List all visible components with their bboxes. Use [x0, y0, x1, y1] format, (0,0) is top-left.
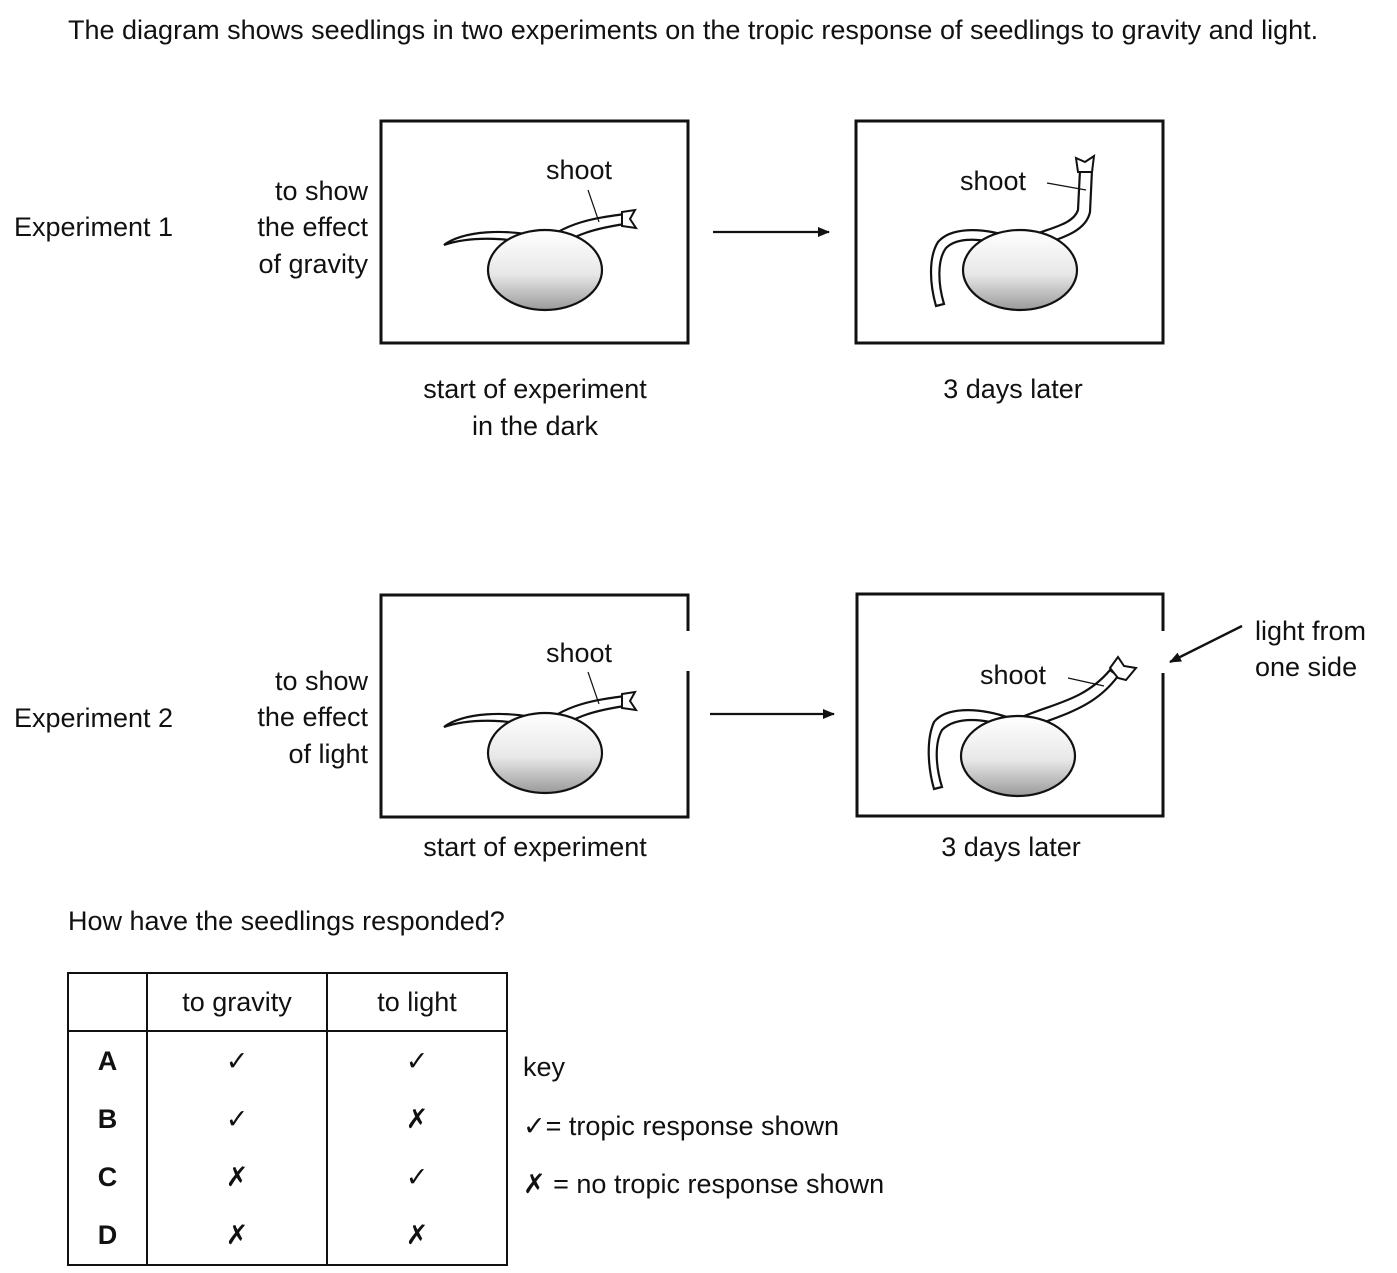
table-header-light: to light	[326, 972, 508, 1032]
key-title: key	[523, 1052, 566, 1082]
answer-table: to gravity to light A ✓ ✓ B ✓ ✗ C ✗ ✓ D …	[67, 972, 508, 1266]
table-header-gravity: to gravity	[146, 972, 328, 1032]
experiment-2-start-seedling	[443, 671, 639, 795]
light-direction-arrow	[1169, 624, 1243, 664]
light-mark: ✗	[326, 1206, 508, 1266]
experiment-1-name: Experiment 1	[14, 212, 174, 242]
light-label-line-1: light from	[1255, 616, 1367, 646]
question-text: How have the seedlings responded?	[68, 906, 505, 936]
table-row: C ✗ ✓	[67, 1148, 508, 1206]
light-mark: ✓	[326, 1148, 508, 1206]
experiment-2-end-box	[855, 592, 1165, 818]
cross-meaning: = no tropic response shown	[553, 1169, 885, 1199]
experiment-1-purpose-line-3: of gravity	[258, 249, 368, 279]
experiment-1-purpose-line-2: the effect	[257, 212, 368, 242]
experiment-1-start-caption-line-2: in the dark	[471, 411, 599, 441]
light-mark: ✓	[326, 1031, 508, 1090]
table-row: D ✗ ✗	[67, 1206, 508, 1266]
experiment-1-end-shoot-label: shoot	[960, 166, 1027, 196]
experiment-2-purpose-line-1: to show	[274, 666, 368, 696]
tick-meaning: = tropic response shown	[545, 1111, 840, 1141]
seedling-diagram: shoot shoot shoot shoot	[379, 119, 1243, 819]
gravity-mark: ✗	[146, 1206, 328, 1266]
experiment-1-end-caption: 3 days later	[943, 374, 1083, 404]
key-tick-entry: ✓= tropic response shown	[523, 1108, 839, 1145]
light-label-line-2: one side	[1255, 652, 1358, 682]
experiment-1-start-shoot-label: shoot	[546, 155, 613, 185]
table-row: A ✓ ✓	[67, 1031, 508, 1090]
experiment-2-purpose-line-2: the effect	[257, 702, 368, 732]
row-label: D	[67, 1206, 148, 1266]
table-row: B ✓ ✗	[67, 1090, 508, 1148]
experiment-2-purpose-line-3: of light	[288, 739, 368, 769]
tick-symbol: ✓	[523, 1111, 546, 1142]
experiment-2-start-box	[379, 593, 690, 819]
experiment-2-start-box-opening	[683, 631, 693, 671]
experiment-1-start-box	[379, 119, 690, 345]
gravity-mark: ✗	[146, 1148, 328, 1206]
table-header-blank	[67, 972, 148, 1032]
experiment-2-start-caption: start of experiment	[423, 832, 647, 862]
key-cross-entry: ✗ = no tropic response shown	[523, 1166, 884, 1203]
row-label: C	[67, 1148, 148, 1206]
experiment-2-end-shoot-label: shoot	[980, 660, 1047, 690]
experiment-2-name: Experiment 2	[14, 703, 174, 733]
experiment-1-end-seedling	[929, 153, 1096, 312]
experiment-2-end-box-opening	[1158, 631, 1168, 673]
gravity-mark: ✓	[146, 1031, 328, 1090]
row-label: A	[67, 1031, 148, 1090]
question-intro: The diagram shows seedlings in two exper…	[68, 15, 1319, 45]
experiment-2-end-caption: 3 days later	[941, 832, 1081, 862]
table-header-row: to gravity to light	[67, 972, 508, 1032]
experiment-1-start-caption-line-1: start of experiment	[423, 374, 647, 404]
gravity-mark: ✓	[146, 1090, 328, 1148]
light-mark: ✗	[326, 1090, 508, 1148]
experiment-2-end-seedling	[927, 655, 1138, 798]
experiment-2-start-shoot-label: shoot	[546, 638, 613, 668]
experiment-1-purpose-line-1: to show	[274, 176, 368, 206]
row-label: B	[67, 1090, 148, 1148]
experiment-1-end-box	[854, 119, 1165, 345]
cross-symbol: ✗	[523, 1169, 546, 1200]
experiment-1-start-seedling	[443, 189, 639, 312]
